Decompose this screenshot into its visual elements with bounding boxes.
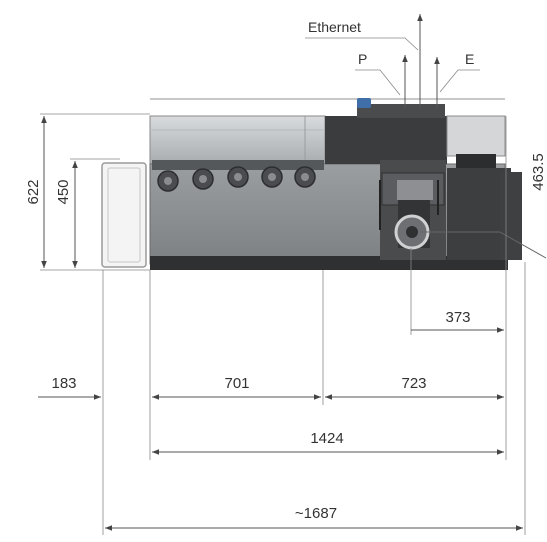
dim-1424-label: 1424 (310, 430, 343, 447)
dim-450-label: 450 (55, 179, 72, 204)
ethernet-label: Ethernet (308, 19, 361, 35)
dim-701-label: 701 (224, 375, 249, 392)
dim-373-label: 373 (445, 309, 470, 326)
width-dimensions (38, 327, 523, 531)
e-label: E (465, 51, 474, 67)
dim-183-label: 183 (51, 375, 76, 392)
dim-723-label: 723 (401, 375, 426, 392)
dim-463-label: 463.5 (530, 153, 547, 191)
machine-illustration (101, 98, 547, 270)
height-dimensions (40, 113, 150, 271)
roller-row (152, 160, 324, 192)
blue-knob (357, 98, 371, 108)
right-housing (446, 115, 506, 157)
connection-arrows (305, 14, 480, 108)
central-tower (325, 116, 447, 164)
upper-housing (149, 115, 326, 165)
left-end-frame (101, 162, 147, 268)
p-label: P (358, 51, 367, 67)
dim-1687-label: ~1687 (295, 505, 337, 522)
dim-622-label: 622 (25, 179, 42, 204)
extension-lines (102, 116, 526, 535)
right-outlet (500, 172, 522, 260)
